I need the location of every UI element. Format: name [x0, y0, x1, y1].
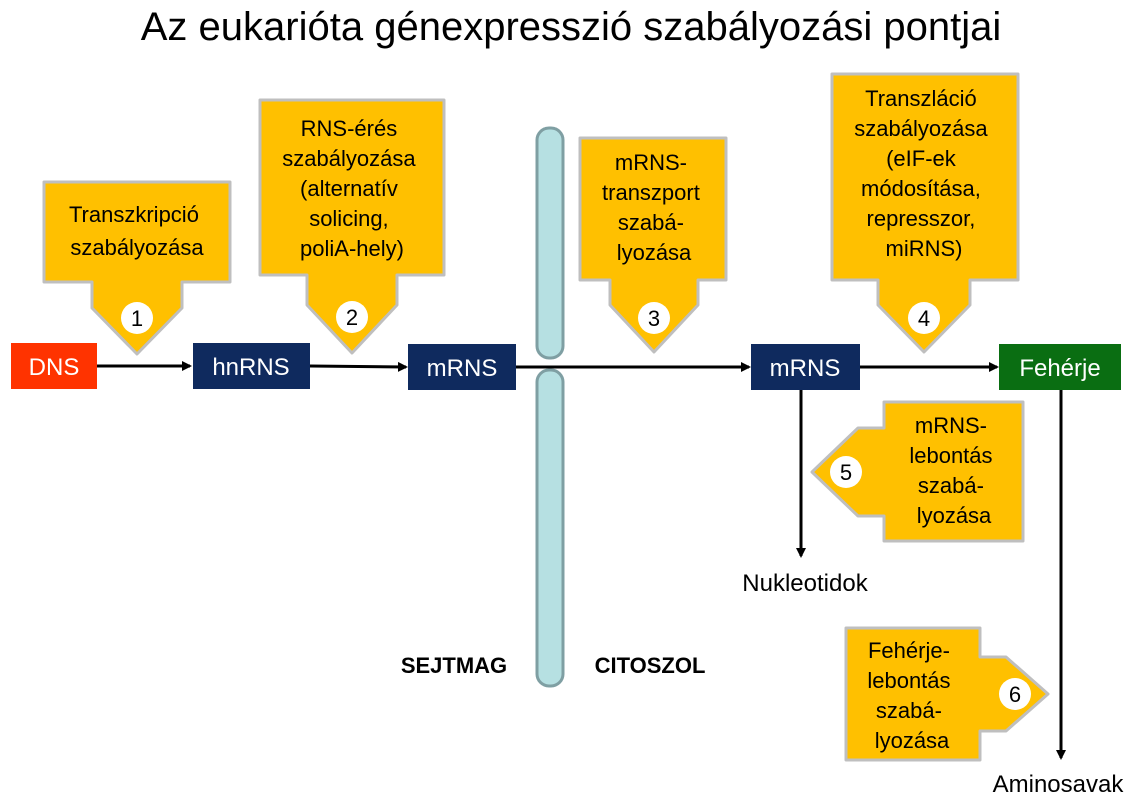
- step-number: 5: [840, 460, 852, 485]
- step-number: 3: [648, 306, 660, 331]
- node-protein: Fehérje: [999, 344, 1121, 390]
- node-hnrns: hnRNS: [193, 343, 310, 389]
- svg-text:mRNS- transzport s: mRNS- transzport szabá- lyozása: [602, 150, 706, 265]
- svg-text:DNS: DNS: [29, 354, 80, 381]
- svg-text:mRNS: mRNS: [770, 355, 841, 382]
- node-mrns-nucleus: mRNS: [408, 344, 516, 390]
- svg-text:RNS-érés szabályozása: RNS-érés szabályozása (alternatív solici…: [282, 116, 421, 261]
- page-title: Az eukarióta génexpresszió szabályozási …: [141, 5, 1002, 49]
- svg-text:mRNS- lebontás sza: mRNS- lebontás szabá- lyozása: [909, 413, 998, 528]
- label-nucleus: SEJTMAG: [401, 653, 507, 678]
- nuclear-membrane: [535, 126, 565, 688]
- callout-transcription: Transzkripció szabályozása 1: [42, 180, 232, 356]
- svg-text:hnRNS: hnRNS: [212, 354, 289, 381]
- label-nucleotides: Nukleotidok: [742, 570, 868, 597]
- flow-arrows: [97, 361, 1066, 760]
- node-mrns-cytosol: mRNS: [751, 344, 860, 390]
- callout-mrna-transport: mRNS- transzport szabá- lyozása 3: [578, 136, 728, 354]
- svg-text:Fehérje- lebontás: Fehérje- lebontás szabá- lyozása: [867, 638, 956, 753]
- callout-mrna-degradation: mRNS- lebontás szabá- lyozása 5: [810, 400, 1025, 543]
- svg-text:Transzkripció szabályozá: Transzkripció szabályozása: [69, 202, 205, 260]
- svg-text:mRNS: mRNS: [427, 355, 498, 382]
- svg-text:Transzláció szabályozása: Transzláció szabályozása (eIF-ek módosít…: [854, 86, 993, 261]
- step-number: 4: [918, 306, 930, 331]
- callout-translation: Transzláció szabályozása (eIF-ek módosít…: [830, 72, 1020, 354]
- node-dns: DNS: [11, 343, 97, 389]
- label-cytosol: CITOSZOL: [595, 653, 706, 678]
- label-amino-acids: Aminosavak: [993, 771, 1125, 798]
- callout-protein-degradation: Fehérje- lebontás szabá- lyozása 6: [844, 626, 1050, 762]
- svg-text:Fehérje: Fehérje: [1019, 355, 1100, 382]
- callout-rna-processing: RNS-érés szabályozása (alternatív solici…: [258, 98, 446, 355]
- step-number: 1: [131, 306, 143, 331]
- step-number: 2: [346, 305, 358, 330]
- step-number: 6: [1009, 682, 1021, 707]
